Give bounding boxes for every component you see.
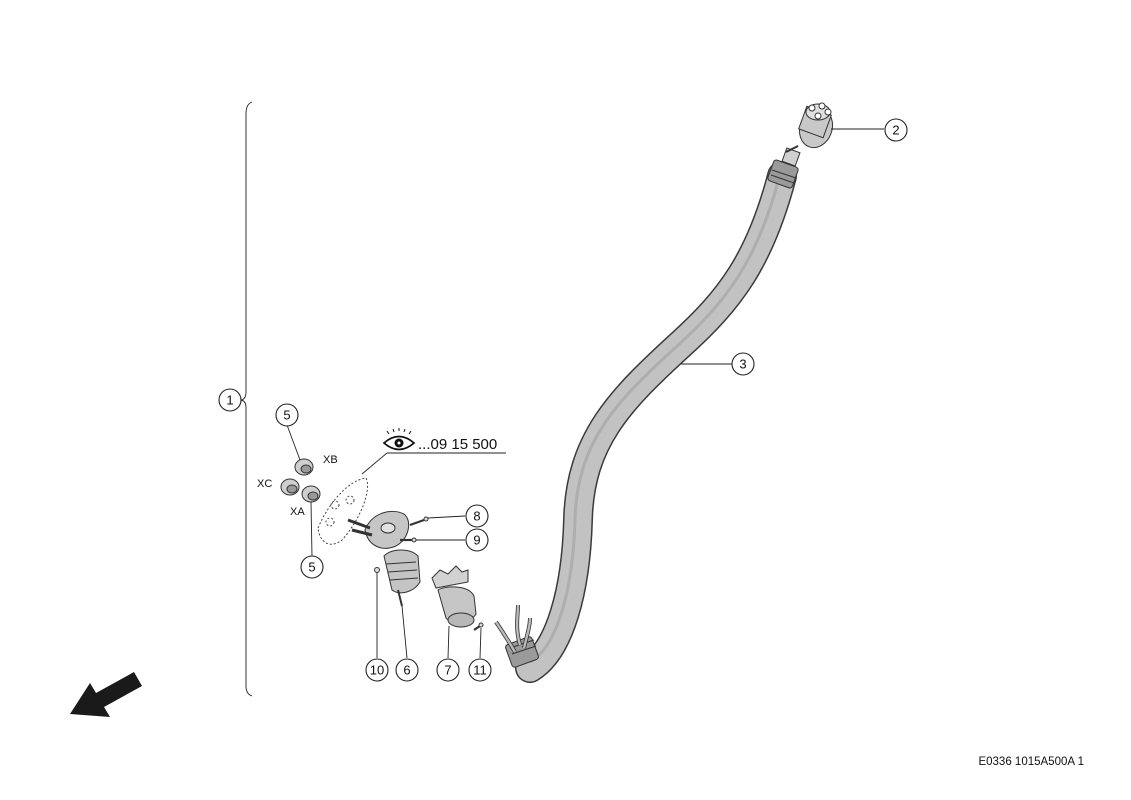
direction-arrow-icon: [70, 672, 142, 717]
callout-label: 10: [370, 663, 384, 678]
callout-label: 11: [473, 663, 487, 678]
callout-label: 5: [308, 560, 315, 575]
screw-8: [409, 516, 429, 527]
hose-top-pins: [781, 145, 801, 167]
callout-label: 6: [403, 663, 410, 678]
connector-label-xa: XA: [290, 506, 305, 518]
callout-6: 6: [395, 658, 419, 682]
connector-housing: [347, 510, 410, 549]
cap-xb: [294, 458, 314, 476]
callout-3: 3: [731, 352, 755, 376]
callout-label: 5: [283, 408, 290, 423]
assembly-bracket: [239, 101, 253, 697]
gasket-plate: [317, 477, 368, 545]
callout-label: 7: [444, 663, 451, 678]
callout-label: 1: [226, 393, 233, 408]
callout-2: 2: [884, 118, 908, 142]
callout-label: 9: [473, 533, 480, 548]
callout-label: 3: [739, 357, 746, 372]
connector-label-xc: XC: [257, 478, 272, 490]
callout-7: 7: [436, 658, 460, 682]
cable-gland-7: [431, 565, 477, 628]
connector-label-xb: XB: [323, 454, 338, 466]
callout-9: 9: [465, 528, 489, 552]
drawing-code: E0336 1015A500A 1: [978, 756, 1084, 768]
callout-label: 8: [473, 509, 480, 524]
cap-xa: [301, 485, 321, 503]
cap-xc: [280, 478, 300, 496]
callout-8: 8: [465, 504, 489, 528]
leader-lines: [286, 128, 884, 659]
callout-1: 1: [218, 388, 242, 412]
clamp-part-6: [383, 549, 421, 607]
reference-number: ...09 15 500: [418, 436, 497, 453]
callout-5-top: 5: [275, 403, 299, 427]
eye-icon: [382, 428, 416, 451]
hose-end-top: [767, 159, 799, 189]
connector-caps: [280, 458, 321, 503]
callout-5-bottom: 5: [300, 555, 324, 579]
callout-10: 10: [365, 658, 389, 682]
set-screw-10: [374, 567, 380, 573]
hose-assembly: [494, 145, 801, 683]
plug-part: [798, 102, 834, 149]
callout-11: 11: [468, 658, 492, 682]
hose-wires: [494, 604, 532, 654]
callout-label: 2: [892, 123, 899, 138]
screw-11: [473, 622, 484, 631]
